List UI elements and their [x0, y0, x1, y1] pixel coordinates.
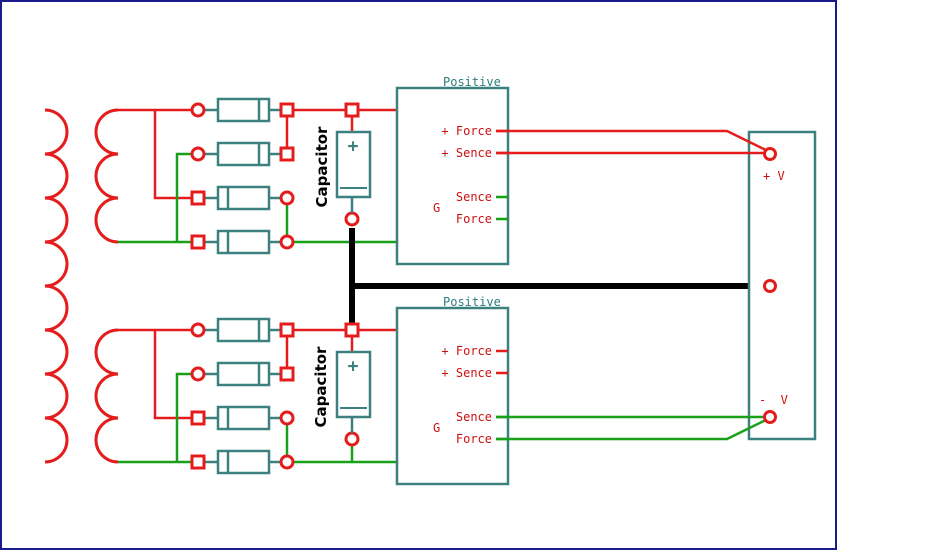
bottom-pin-force-g: Force — [456, 432, 492, 446]
bottom-module-title: Positive — [443, 295, 501, 309]
common-ground-bus — [349, 228, 762, 324]
bottom-positive-module: Positive + Force + Sence G Sence Force — [395, 295, 510, 486]
bottom-pads — [190, 322, 360, 470]
top-pin-g-mark: G — [433, 201, 440, 215]
minus-v-terminal — [763, 410, 777, 424]
transformer-secondary-top — [94, 108, 119, 244]
top-capacitor-label: Capacitor — [313, 126, 331, 207]
top-module-title: Positive — [443, 75, 501, 89]
bottom-pin-g-mark: G — [433, 421, 440, 435]
bottom-pin-sence-plus: + Sence — [441, 366, 492, 380]
top-diode-1 — [216, 97, 271, 123]
bottom-capacitor-polarity: + — [348, 356, 359, 377]
bottom-pin-sence-g: Sence — [456, 410, 492, 424]
top-pin-sence-g: Sence — [456, 190, 492, 204]
bottom-circuit: + Capacitor Positive + Force + Sence G S… — [118, 295, 510, 486]
top-positive-module: Positive + Force + Sence G Sence Force — [395, 75, 510, 266]
top-diode-2 — [216, 141, 271, 167]
bottom-capacitor-label: Capacitor — [312, 346, 330, 427]
transformer-primary-coil — [44, 108, 69, 464]
top-circuit: + Capacitor Positive + Force + Sence G S… — [118, 75, 510, 266]
top-pin-force-g: Force — [456, 212, 492, 226]
bottom-diode-2 — [216, 361, 271, 387]
bottom-diode-3 — [216, 405, 271, 431]
output-block: + V - V — [496, 129, 817, 441]
bottom-diode-1 — [216, 317, 271, 343]
top-pin-force-plus: + Force — [441, 124, 492, 138]
plus-v-terminal — [763, 147, 777, 161]
top-capacitor-polarity: + — [348, 136, 359, 157]
bottom-cap-top-pad — [344, 322, 360, 338]
top-diode-3 — [216, 185, 271, 211]
minus-v-label: - V — [759, 393, 788, 407]
top-pin-sence-plus: + Sence — [441, 146, 492, 160]
transformer — [44, 108, 119, 464]
bottom-pin-force-plus: + Force — [441, 344, 492, 358]
transformer-secondary-bottom — [94, 328, 119, 464]
plus-v-label: + V — [763, 169, 785, 183]
top-diode-4 — [216, 229, 271, 255]
top-pads — [190, 102, 360, 250]
bottom-capacitor: + Capacitor — [312, 346, 372, 433]
bottom-diode-4 — [216, 449, 271, 475]
top-capacitor: + Capacitor — [313, 126, 372, 213]
common-terminal — [763, 279, 777, 293]
